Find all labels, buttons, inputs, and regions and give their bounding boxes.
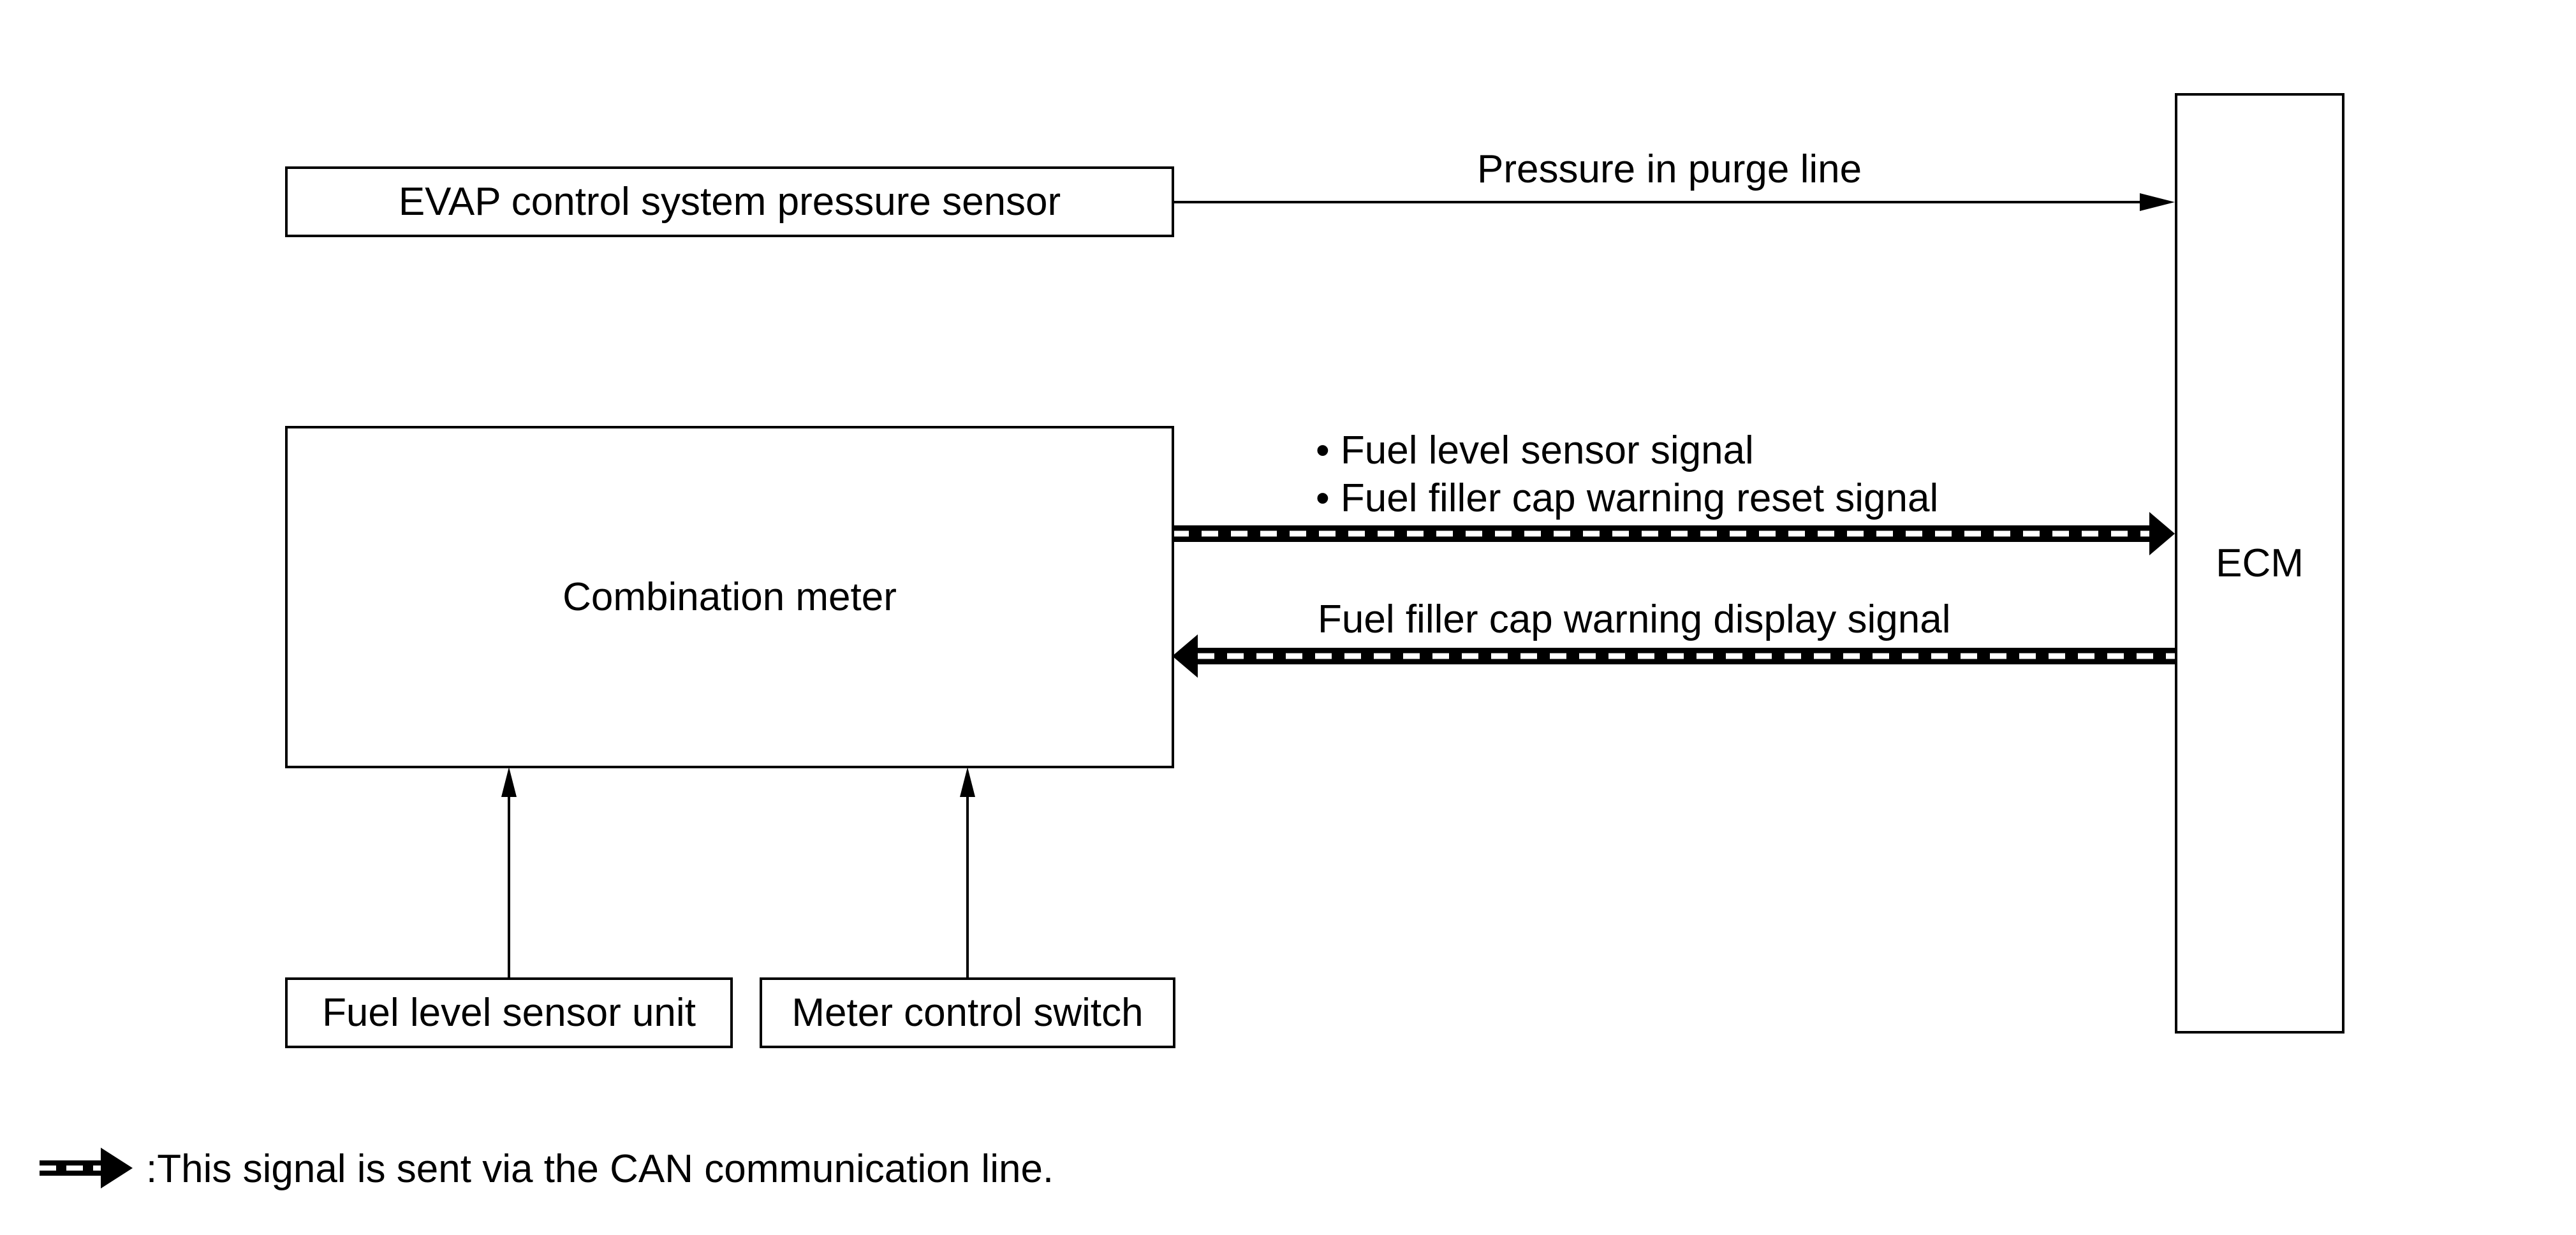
can-legend-icon bbox=[40, 1148, 133, 1188]
can-arrow-to-ecm bbox=[1172, 512, 2175, 555]
ecm-label: ECM bbox=[2216, 541, 2304, 585]
ecm-block: ECM bbox=[2175, 93, 2344, 1034]
pressure-signal-label: Pressure in purge line bbox=[1477, 147, 1862, 191]
fuel-level-signal-label: • Fuel level sensor signal bbox=[1316, 428, 1754, 472]
cap-display-signal-label: Fuel filler cap warning display signal bbox=[1318, 597, 1951, 641]
pressure-signal-arrow bbox=[1172, 193, 2175, 211]
fuel-level-sensor-unit-label: Fuel level sensor unit bbox=[322, 990, 696, 1035]
fuel-level-arrow bbox=[501, 767, 517, 977]
can-legend-text: :This signal is sent via the CAN communi… bbox=[146, 1147, 1054, 1191]
meter-control-switch-label: Meter control switch bbox=[791, 990, 1144, 1035]
combination-meter-label: Combination meter bbox=[563, 574, 897, 619]
evap-pressure-sensor-block: EVAP control system pressure sensor bbox=[285, 166, 1174, 237]
can-arrow-to-meter bbox=[1172, 634, 2175, 678]
fuel-level-sensor-unit-block: Fuel level sensor unit bbox=[285, 977, 733, 1048]
meter-control-switch-block: Meter control switch bbox=[760, 977, 1175, 1048]
evap-pressure-sensor-label: EVAP control system pressure sensor bbox=[398, 179, 1061, 224]
meter-switch-arrow bbox=[960, 767, 975, 977]
combination-meter-block: Combination meter bbox=[285, 426, 1174, 768]
cap-reset-signal-label: • Fuel filler cap warning reset signal bbox=[1316, 476, 1939, 520]
